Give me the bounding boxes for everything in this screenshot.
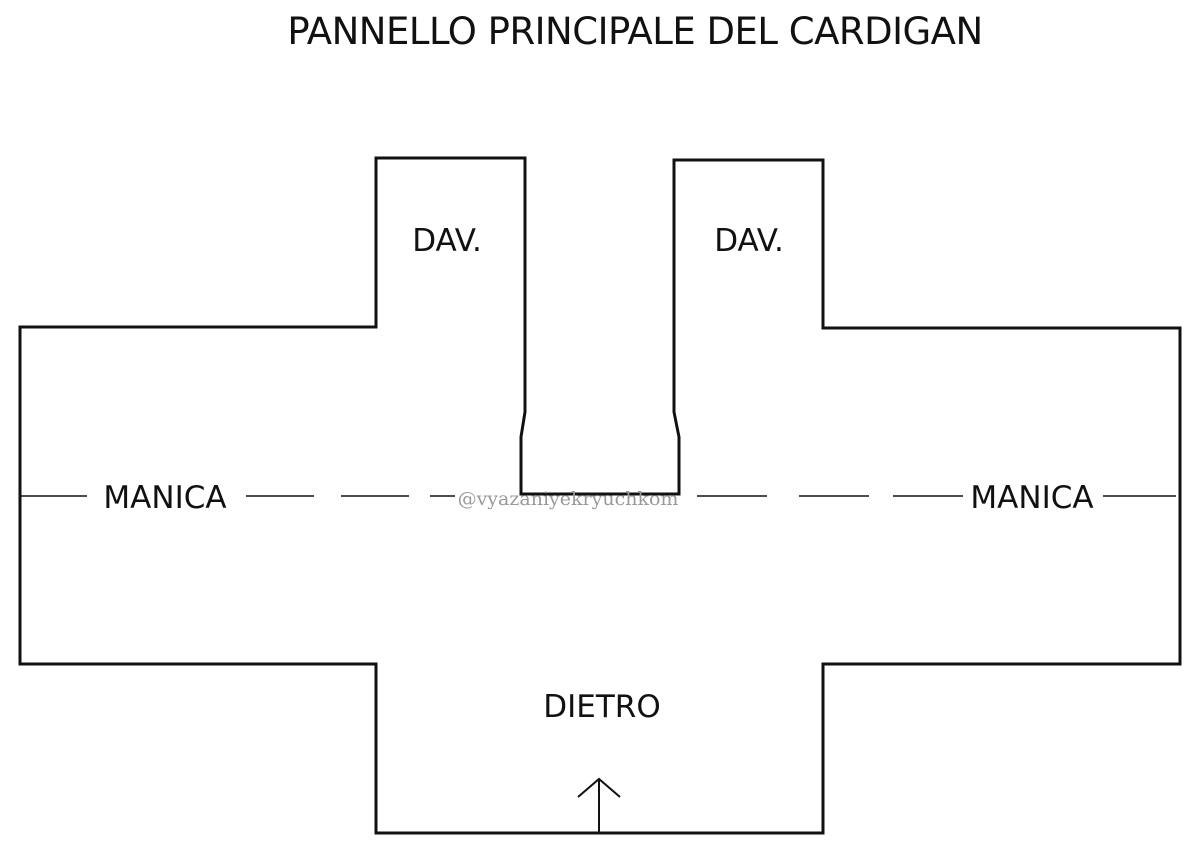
sleeve-left-label: MANICA: [103, 480, 226, 516]
back-label: DIETRO: [543, 689, 660, 725]
panel-outline: [18, 156, 1182, 835]
watermark: @vyazaniyekryuchkom: [458, 488, 679, 510]
front-left-label: DAV.: [412, 223, 482, 259]
front-right-label: DAV.: [714, 223, 784, 259]
arrow-up-icon: [577, 777, 621, 833]
sleeve-right-label: MANICA: [970, 480, 1093, 516]
diagram-title: PANNELLO PRINCIPALE DEL CARDIGAN: [287, 10, 983, 53]
